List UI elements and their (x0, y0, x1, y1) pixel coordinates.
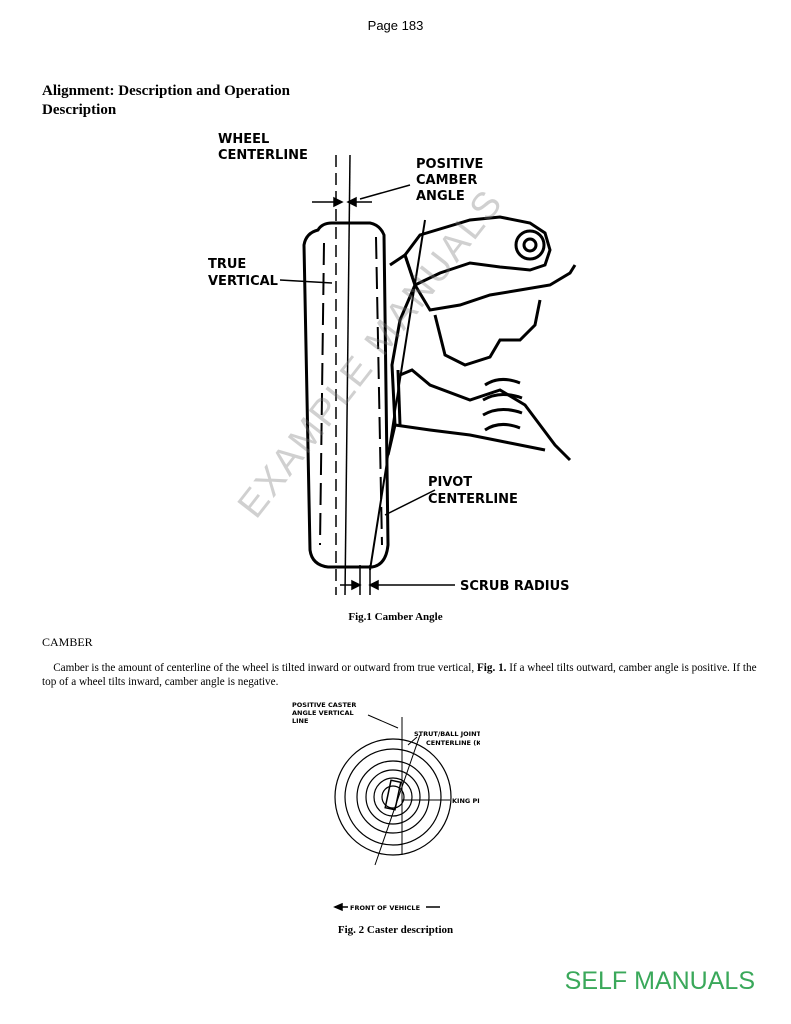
label-pivot-centerline: CENTERLINE (428, 492, 518, 507)
label-wheel-centerline: CENTERLINE (218, 148, 308, 163)
section-title: CAMBER (42, 635, 93, 649)
label-angle-vertical: ANGLE VERTICAL (292, 709, 354, 717)
paragraph-fig-ref: Fig. 1. (476, 662, 507, 674)
label-camber: CAMBER (416, 173, 477, 188)
paragraph-text-1: Camber is the amount of centerline of th… (53, 662, 477, 674)
label-front-of-vehicle: FRONT OF VEHICLE (350, 904, 420, 912)
label-wheel: WHEEL (218, 132, 269, 147)
figure2-caption: Fig. 2 Caster description (337, 924, 454, 936)
figure1-caption: Fig.1 Camber Angle (348, 611, 443, 623)
label-positive-caster: POSITIVE CASTER (292, 701, 356, 709)
brand-footer: SELF MANUALS (564, 967, 755, 995)
camber-paragraph: Camber is the amount of centerline of th… (42, 661, 762, 689)
page-heading: Alignment: Description and Operation Des… (42, 82, 290, 120)
label-true: TRUE (208, 257, 246, 272)
label-king-pin: KING PIN (452, 797, 480, 805)
label-line: LINE (292, 717, 308, 725)
label-centerline-kpi: CENTERLINE (KPI) (426, 739, 480, 747)
caster-figure: POSITIVE CASTER ANGLE VERTICAL LINE STRU… (292, 701, 480, 912)
label-scrub-radius: SCRUB RADIUS (460, 579, 570, 594)
label-vertical: VERTICAL (208, 274, 278, 289)
paragraph-text-2: If a wheel tilts outward, camber angle i… (42, 662, 757, 688)
camber-angle-figure: WHEEL CENTERLINE POSITIVE CAMBER ANGLE T… (208, 132, 577, 595)
label-angle: ANGLE (416, 189, 465, 204)
label-positive: POSITIVE (416, 157, 483, 172)
page-number: Page 183 (367, 18, 424, 33)
heading-subtitle: Description (42, 102, 117, 118)
label-strut-ball-joint: STRUT/BALL JOINT (414, 730, 480, 738)
label-pivot: PIVOT (428, 475, 472, 490)
heading-title: Alignment: Description and Operation (42, 83, 290, 99)
